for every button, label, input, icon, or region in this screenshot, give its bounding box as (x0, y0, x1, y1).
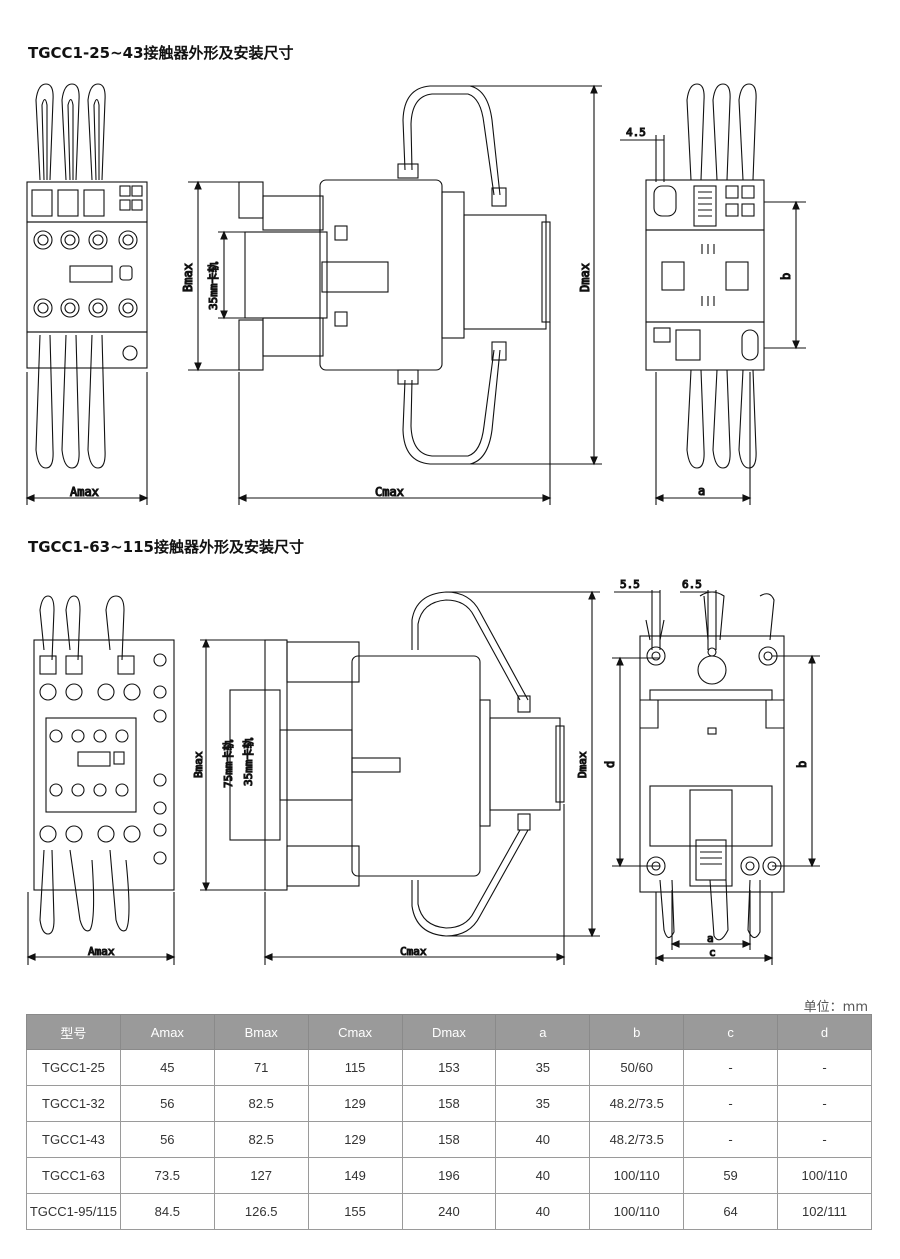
cell-dmax: 158 (401, 1085, 497, 1122)
a-label-large: a (707, 932, 714, 945)
cell-bmax: 126.5 (213, 1193, 309, 1230)
unit-note: 单位：mm (803, 1000, 868, 1015)
cell-amax: 84.5 (119, 1193, 215, 1230)
header-cmax: Cmax (307, 1014, 403, 1050)
cell-b: 48.2/73.5 (589, 1121, 685, 1158)
rail-35-label: 35mm卡轨 (206, 262, 220, 311)
table-row: TGCC1-63 73.5 127 149 196 40 100/110 59 … (26, 1157, 872, 1194)
cell-amax: 45 (119, 1049, 215, 1086)
rail-35-label-large: 35mm卡轨 (241, 738, 255, 787)
cell-amax: 56 (119, 1121, 215, 1158)
cell-b: 48.2/73.5 (589, 1085, 685, 1122)
cell-dmax: 196 (401, 1157, 497, 1194)
drawing-small-contactor: Amax (25, 83, 806, 505)
cell-a: 40 (495, 1193, 591, 1230)
bmax-label-large: Bmax (192, 751, 205, 778)
cell-bmax: 71 (213, 1049, 309, 1086)
cell-b: 100/110 (589, 1193, 685, 1230)
cell-cmax: 115 (307, 1049, 403, 1086)
table-header-row: 型号 Amax Bmax Cmax Dmax a b c d (26, 1014, 872, 1050)
cell-d: - (777, 1085, 872, 1122)
dim-5-5-label: 5.5 (620, 578, 640, 591)
drawing-large-contactor: Amax Bmax 75mm卡轨 35mm卡轨 Cma (26, 577, 820, 965)
cell-a: 40 (495, 1121, 591, 1158)
cell-bmax: 127 (213, 1157, 309, 1194)
cell-d: - (777, 1049, 872, 1086)
cell-model: TGCC1-32 (26, 1085, 121, 1122)
table-row: TGCC1-43 56 82.5 129 158 40 48.2/73.5 - … (26, 1121, 872, 1158)
rail-75-label: 75mm卡轨 (221, 740, 235, 789)
cell-dmax: 240 (401, 1193, 497, 1230)
rear-view-large (612, 590, 820, 965)
bmax-label: Bmax (181, 263, 195, 292)
cmax-label: Cmax (375, 485, 404, 499)
cell-bmax: 82.5 (213, 1085, 309, 1122)
front-view-small (25, 83, 149, 505)
c-label: c (709, 946, 716, 959)
front-view-large (26, 595, 176, 965)
cell-dmax: 153 (401, 1049, 497, 1086)
header-bmax: Bmax (213, 1014, 309, 1050)
table-row: TGCC1-95/115 84.5 126.5 155 240 40 100/1… (26, 1193, 872, 1230)
amax-label-large: Amax (88, 945, 115, 958)
cell-cmax: 149 (307, 1157, 403, 1194)
section-title-small-contactor: TGCC1-25~43接触器外形及安装尺寸 (28, 44, 294, 62)
header-d: d (777, 1014, 872, 1050)
a-label: a (698, 484, 705, 498)
amax-label: Amax (70, 485, 99, 499)
header-model: 型号 (26, 1014, 121, 1050)
cell-a: 40 (495, 1157, 591, 1194)
table-row: TGCC1-25 45 71 115 153 35 50/60 - - (26, 1049, 872, 1086)
cell-a: 35 (495, 1085, 591, 1122)
cell-d: - (777, 1121, 872, 1158)
cell-model: TGCC1-43 (26, 1121, 121, 1158)
cell-d: 100/110 (777, 1157, 872, 1194)
cell-amax: 73.5 (119, 1157, 215, 1194)
section-title-large-contactor: TGCC1-63~115接触器外形及安装尺寸 (28, 538, 304, 556)
side-view-small (188, 84, 602, 505)
dmax-label-large: Dmax (576, 751, 589, 778)
cell-model: TGCC1-25 (26, 1049, 121, 1086)
cell-c: - (683, 1121, 778, 1158)
cell-d: 102/111 (777, 1193, 872, 1230)
cell-model: TGCC1-63 (26, 1157, 121, 1194)
cell-cmax: 129 (307, 1085, 403, 1122)
cell-dmax: 158 (401, 1121, 497, 1158)
cell-a: 35 (495, 1049, 591, 1086)
cell-cmax: 155 (307, 1193, 403, 1230)
d-label: d (603, 761, 617, 768)
cell-b: 50/60 (589, 1049, 685, 1086)
header-a: a (495, 1014, 591, 1050)
cell-amax: 56 (119, 1085, 215, 1122)
cell-c: - (683, 1049, 778, 1086)
dmax-label: Dmax (578, 263, 592, 292)
cell-c: 64 (683, 1193, 778, 1230)
table-row: TGCC1-32 56 82.5 129 158 35 48.2/73.5 - … (26, 1085, 872, 1122)
dim-6-5-label: 6.5 (682, 578, 702, 591)
side-view-large (200, 590, 600, 965)
header-dmax: Dmax (401, 1014, 497, 1050)
header-amax: Amax (119, 1014, 215, 1050)
cell-c: 59 (683, 1157, 778, 1194)
cell-cmax: 129 (307, 1121, 403, 1158)
header-b: b (589, 1014, 685, 1050)
dim-4-5-label: 4.5 (626, 126, 646, 139)
cell-c: - (683, 1085, 778, 1122)
cell-b: 100/110 (589, 1157, 685, 1194)
cell-model: TGCC1-95/115 (26, 1193, 121, 1230)
header-c: c (683, 1014, 778, 1050)
dimension-table: 型号 Amax Bmax Cmax Dmax a b c d TGCC1-25 … (26, 1014, 872, 1230)
cell-bmax: 82.5 (213, 1121, 309, 1158)
rear-view-small (620, 83, 806, 505)
b-label-large: b (795, 761, 809, 768)
b-label: b (779, 273, 793, 280)
cmax-label-large: Cmax (400, 945, 427, 958)
